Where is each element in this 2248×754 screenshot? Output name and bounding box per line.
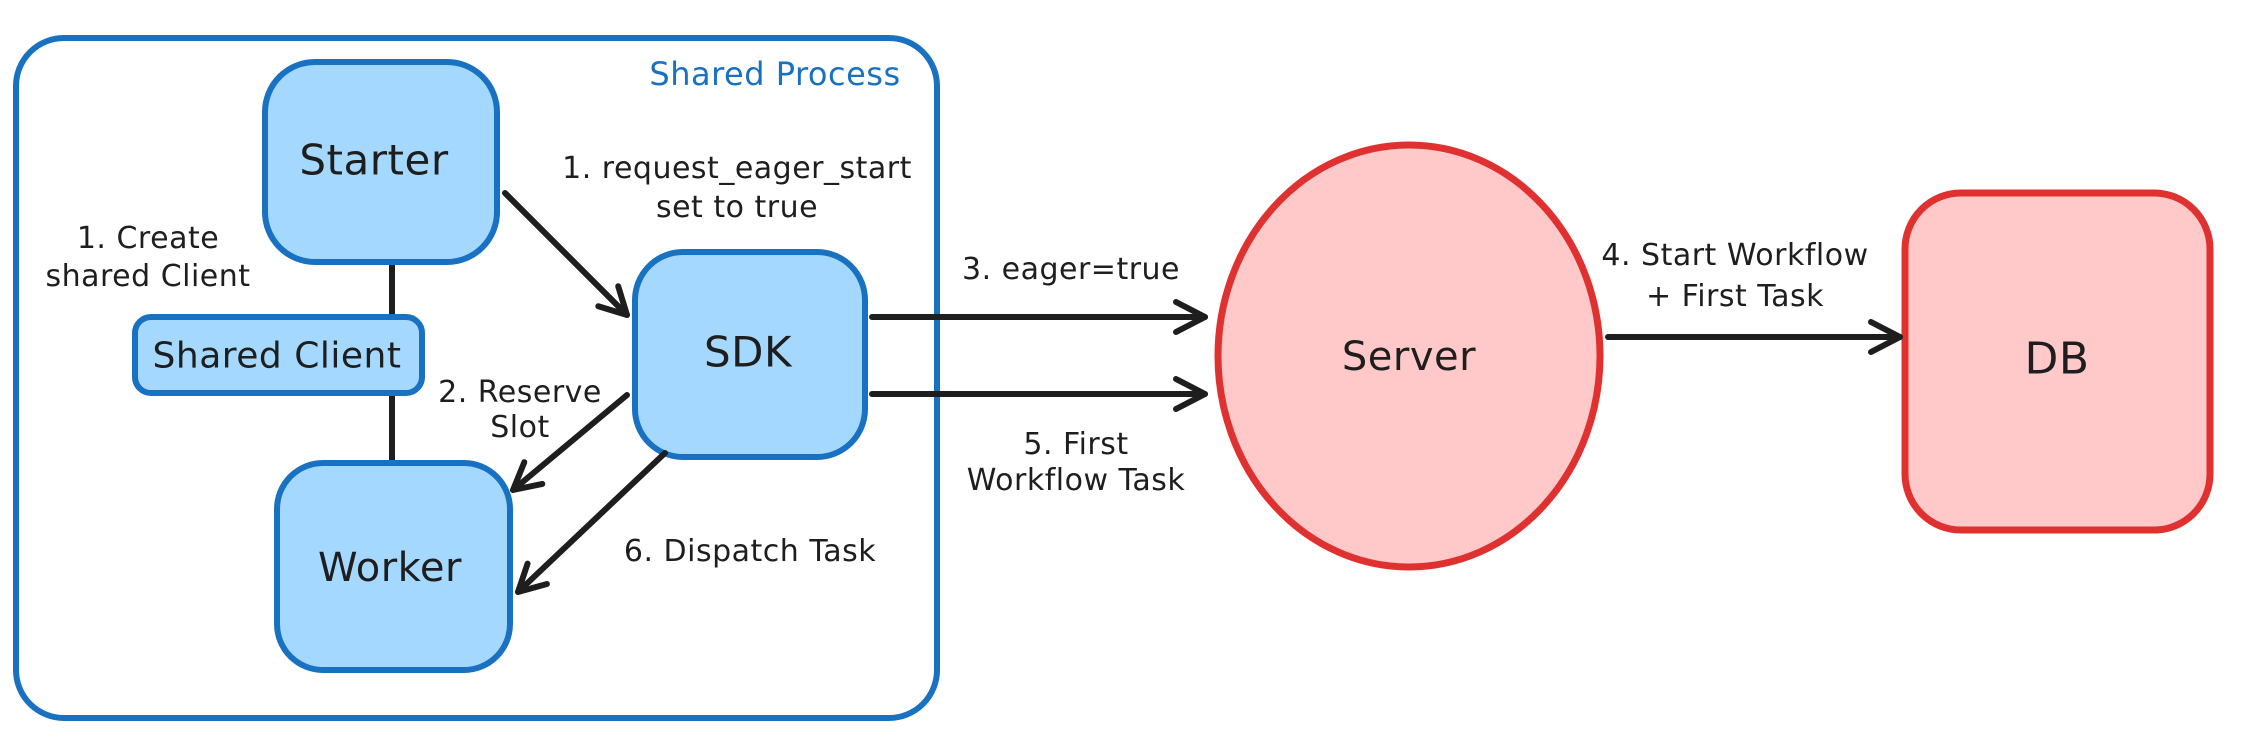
db-node-label: DB: [2024, 333, 2090, 385]
annotation-line: 1. Create: [76, 221, 220, 256]
shared-client-node-label: Shared Client: [152, 335, 402, 377]
annotation-first-workflow-task: 5. First Workflow Task: [967, 427, 1186, 499]
starter-node-label: Starter: [299, 135, 449, 185]
annotation-create-shared-client: 1. Create shared Client: [45, 220, 250, 296]
shared-client-node-shape: [132, 314, 425, 396]
worker-node-label: Worker: [318, 545, 462, 591]
worker-node-shape: [274, 460, 513, 673]
annotation-line: set to true: [655, 190, 819, 225]
shared-process-label: Shared Process: [649, 55, 901, 93]
starter-node-shape: [262, 59, 500, 265]
arrow-sdk-to-worker-reserve-slot: [510, 392, 630, 493]
annotation-line: 1. request_eager_start: [562, 151, 912, 186]
annotation-line: + First Task: [1645, 279, 1825, 314]
sdk-node-label: SDK: [703, 327, 793, 377]
annotation-request-eager-start: 1. request_eager_start set to true: [562, 149, 912, 227]
annotation-line: 4. Start Workflow: [1601, 238, 1869, 273]
annotation-start-workflow: 4. Start Workflow + First Task: [1601, 235, 1868, 317]
arrow-sdk-to-worker-dispatch-task: [515, 450, 668, 595]
sdk-node-shape: [632, 249, 868, 460]
db-node-shape: [1901, 189, 2214, 534]
server-node-label: Server: [1341, 334, 1477, 380]
annotation-line: 2. Reserve: [438, 375, 602, 410]
annotation-line: Workflow Task: [966, 463, 1186, 498]
annotation-reserve-slot: 2. Reserve Slot: [438, 375, 602, 445]
arrow-sdk-to-server-first-workflow-task: [869, 376, 1208, 412]
server-node-shape: [1214, 141, 1604, 571]
annotation-dispatch-task: 6. Dispatch Task: [623, 534, 877, 569]
arrow-starter-to-sdk: [502, 190, 630, 318]
arrow-server-to-db: [1605, 319, 1903, 355]
arrow-sdk-to-server-eager: [869, 299, 1208, 335]
shared-process-container: [13, 35, 940, 721]
annotation-eager-true: 3. eager=true: [961, 252, 1181, 287]
annotation-line: Slot: [490, 410, 550, 445]
annotation-line: 5. First: [1023, 427, 1129, 462]
annotation-line: shared Client: [45, 259, 251, 294]
